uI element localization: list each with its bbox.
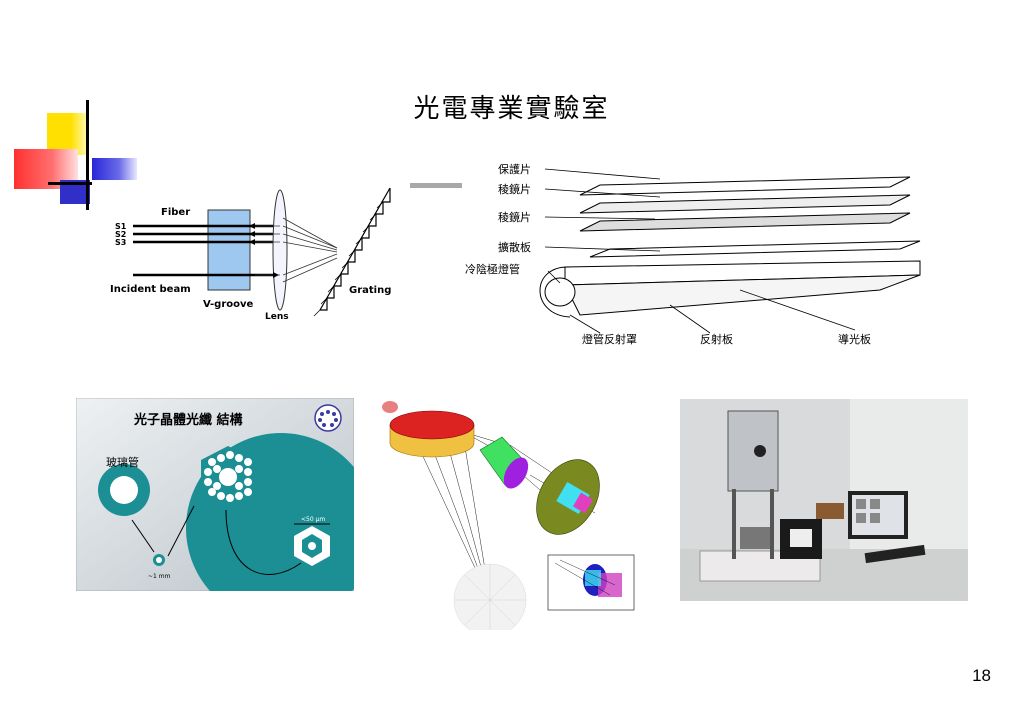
detector-grid — [454, 564, 526, 630]
pcf-thumbnail-icon — [314, 404, 342, 432]
fiber-grating-diagram: Fiber S1 S2 S3 Incident beam V-groove Le… — [110, 187, 391, 322]
deco-yellow-block — [47, 113, 87, 155]
green-cylinder — [479, 436, 529, 489]
label-size-large: <50 μm — [301, 516, 325, 523]
label-light-guide: 導光板 — [838, 332, 871, 346]
divider-bar — [410, 183, 462, 188]
label-reflector: 反射板 — [700, 332, 733, 346]
slide-title: 光電專業實驗室 — [413, 94, 610, 124]
keyboard — [864, 544, 926, 564]
pcf-thumbnail-dots — [318, 410, 338, 427]
label-fiber: Fiber — [161, 207, 190, 218]
label-s2: S2 — [115, 230, 126, 239]
red-yellow-cylinder — [389, 410, 475, 458]
label-lens: Lens — [265, 312, 289, 322]
prism-sheet-1-layer — [579, 194, 911, 214]
lens-shape — [272, 189, 288, 311]
lab-equipment-photo — [680, 399, 968, 601]
arrowheads — [249, 223, 279, 278]
pcf-title: 光子晶體光纖 結構 — [133, 412, 243, 428]
inset-detail — [554, 559, 622, 597]
label-incident-beam: Incident beam — [110, 284, 191, 295]
dish-reflector — [536, 459, 600, 535]
deco-vertical-line — [86, 100, 89, 210]
backlight-module-diagram: 保護片 稜鏡片 稜鏡片 擴散板 冷陰極燈管 燈管反射罩 反射板 導光板 — [465, 162, 921, 346]
label-s1: S1 — [115, 222, 127, 231]
label-lamp-reflector: 燈管反射罩 — [582, 332, 637, 346]
label-glass-tube: 玻璃管 — [106, 455, 139, 469]
label-grating: Grating — [349, 285, 391, 296]
label-ccfl: 冷陰極燈管 — [465, 262, 520, 276]
hex-preform-holes — [204, 451, 252, 502]
label-v-groove: V-groove — [203, 299, 254, 310]
source-disc — [382, 401, 398, 413]
label-s3: S3 — [115, 238, 126, 247]
pcf-arrows — [131, 505, 330, 575]
prism-sheet-2-layer — [579, 212, 911, 232]
deco-horizontal-line — [48, 182, 92, 185]
light-guide-plate — [564, 274, 921, 316]
ccfl-lamp — [544, 277, 576, 307]
diffuser-layer — [589, 240, 921, 258]
v-groove-block — [207, 209, 251, 291]
wood-box — [816, 503, 844, 519]
lamp-reflector-shape — [539, 266, 571, 318]
deco-blue-bar — [92, 158, 137, 180]
leader-lines — [544, 168, 856, 334]
equipment-tower — [727, 410, 779, 492]
lens-rays — [255, 217, 338, 283]
page-number: 18 — [972, 666, 991, 685]
label-size-small: ~1 mm — [148, 573, 171, 580]
optical-simulation-illustration — [382, 401, 635, 630]
protective-sheet-layer — [579, 176, 911, 196]
photonic-crystal-fiber-panel: 光子晶體光纖 結構 玻璃管 ~1 mm <50 μm — [76, 398, 354, 591]
grating-hatch — [313, 201, 384, 317]
label-diffuser: 擴散板 — [498, 240, 531, 254]
glass-tube-bore — [110, 476, 138, 504]
hex-fiber-core — [308, 542, 316, 550]
label-protective-sheet: 保護片 — [498, 162, 531, 176]
label-prism-sheet-1: 稜鏡片 — [498, 182, 531, 196]
label-prism-sheet-2: 稜鏡片 — [498, 210, 531, 224]
